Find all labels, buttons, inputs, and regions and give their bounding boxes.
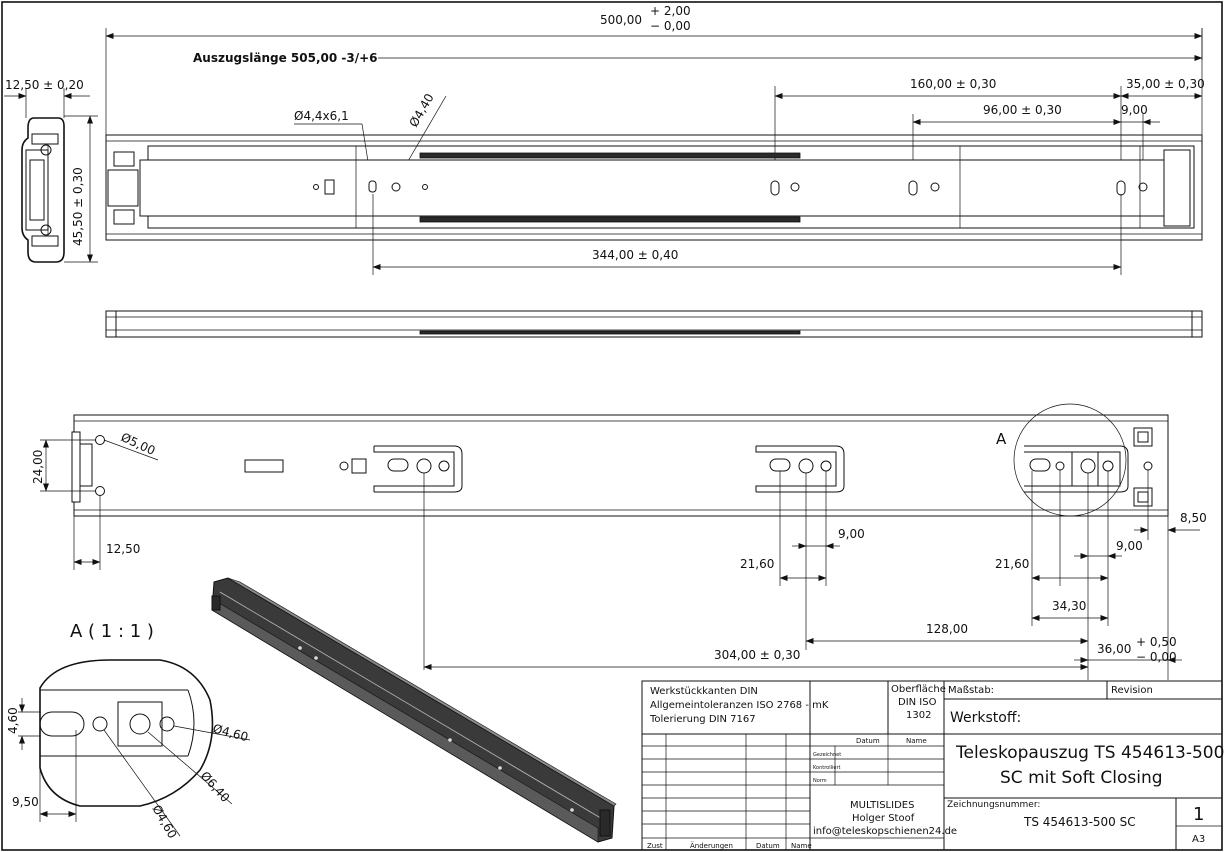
checked-label: Kontrolliert	[813, 765, 841, 771]
col-datum: Datum	[756, 842, 780, 850]
sheet-number: 1	[1193, 804, 1204, 825]
dim-9-middle-label: 9,00	[838, 527, 865, 541]
detail-dim-4-60-label: 4,60	[6, 707, 20, 734]
norm-label: Norm	[813, 778, 827, 784]
dim-9-right-label: 9,00	[1116, 539, 1143, 553]
dim-35-label: 35,00 ± 0,30	[1126, 77, 1205, 91]
detail-dim-9-50-label: 9,50	[12, 795, 39, 809]
side-view: Ø5,00 24,00 12,50 A	[31, 403, 1207, 680]
dim-24-label: 24,00	[31, 450, 45, 484]
dim-96-label: 96,00 ± 0,30	[983, 103, 1062, 117]
note-line-2: Allgemeintoleranzen ISO 2768 - mK	[650, 700, 829, 711]
surface-label: Oberfläche	[891, 684, 946, 695]
slot-callout: Ø4,4x6,1	[294, 109, 349, 123]
dim-34-30-label: 34,30	[1052, 599, 1086, 613]
overall-length-label: 500,00	[600, 13, 642, 27]
detail-title: A ( 1 : 1 )	[70, 621, 154, 642]
name-label: Name	[906, 737, 927, 745]
drawn-label: Gezeichnet	[813, 752, 841, 758]
section-width-label: 12,50 ± 0,20	[5, 78, 84, 92]
dim-304-label: 304,00 ± 0,30	[714, 648, 800, 662]
top-view: 500,00 + 2,00 − 0,00 Auszugslänge 505,00…	[105, 4, 1205, 275]
drawing-no-label: Zeichnungsnummer:	[947, 800, 1040, 810]
drawing-number: TS 454613-500 SC	[1023, 815, 1136, 829]
note-line-3: Tolerierung DIN 7167	[649, 714, 756, 725]
surface-std: DIN ISO	[898, 697, 937, 708]
detail-hole-b: Ø6,40	[198, 769, 233, 805]
note-line-1: Werkstückkanten DIN	[650, 686, 758, 697]
dim-21-60-middle-label: 21,60	[740, 557, 774, 571]
detail-hole-c: Ø4,60	[149, 803, 179, 841]
col-aenderungen: Änderungen	[690, 841, 733, 850]
detail-marker: A	[996, 430, 1007, 448]
dim-128-label: 128,00	[926, 622, 968, 636]
isometric-view	[211, 577, 617, 843]
date-label: Datum	[856, 737, 880, 745]
hole-callout: Ø4,40	[406, 91, 436, 129]
extension-length-label: Auszugslänge 505,00 -3/+6	[193, 51, 378, 65]
dim-36-tol-minus: − 0,00	[1136, 650, 1177, 664]
person-name: Holger Stoof	[852, 813, 915, 824]
section-height-label: 45,50 ± 0,30	[71, 167, 85, 246]
sheet-size: A3	[1192, 834, 1205, 845]
company-name: MULTISLIDES	[850, 800, 914, 811]
surface-num: 1302	[906, 710, 931, 721]
col-zust: Zust	[647, 842, 663, 850]
dim-160-label: 160,00 ± 0,30	[910, 77, 996, 91]
overall-tol-plus: + 2,00	[650, 4, 691, 18]
dim-344-label: 344,00 ± 0,40	[592, 248, 678, 262]
dim-21-60-right-label: 21,60	[995, 557, 1029, 571]
title-line-2: SC mit Soft Closing	[1000, 768, 1163, 788]
dim-9-label: 9,00	[1121, 103, 1148, 117]
company-email: info@teleskopschienen24.de	[813, 826, 957, 837]
title-line-1: Teleskopauszug TS 454613-500	[955, 743, 1224, 763]
edge-view	[105, 310, 1203, 338]
dim-36-tol-plus: + 0,50	[1136, 635, 1177, 649]
detail-a: A ( 1 : 1 ) 4,60 Ø4,60 Ø6,40 Ø4,60 9,50	[6, 621, 251, 841]
material-label: Werkstoff:	[950, 710, 1021, 726]
dim-8-50-label: 8,50	[1180, 511, 1207, 525]
hole-d5-callout: Ø5,00	[119, 430, 158, 458]
detail-hole-a: Ø4,60	[211, 721, 250, 744]
scale-label: Maßstab:	[948, 685, 994, 696]
revision-label: Revision	[1111, 685, 1153, 696]
col-name: Name	[791, 842, 812, 850]
title-block: Werkstückkanten DIN Allgemeintoleranzen …	[641, 680, 1224, 851]
overall-tol-minus: − 0,00	[650, 19, 691, 33]
dim-12-50-label: 12,50	[106, 542, 140, 556]
section-view: 12,50 ± 0,20 45,50 ± 0,30	[4, 78, 98, 263]
dim-36-label: 36,00	[1097, 642, 1131, 656]
